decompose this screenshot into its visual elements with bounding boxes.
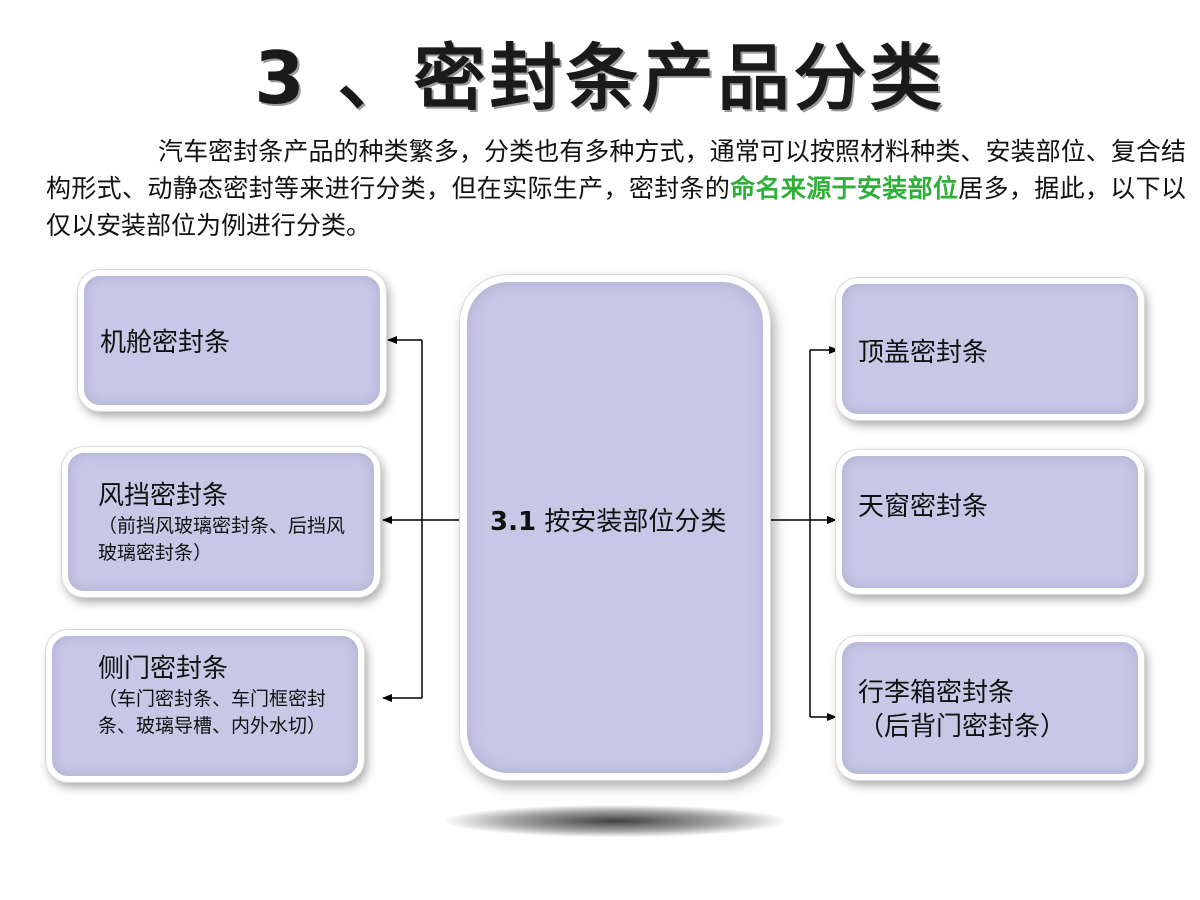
slide-title: 3 、密封条产品分类 (254, 36, 946, 120)
roof-seal-box: 顶盖密封条 (836, 278, 1144, 420)
center-category-box (460, 275, 770, 780)
intro-highlight: 命名来源于安装部位 (730, 174, 959, 203)
intro-paragraph: 汽车密封条产品的种类繁多，分类也有多种方式，通常可以按照材料种类、安装部位、复合… (46, 133, 1186, 244)
door-seal-label: 侧门密封条 (98, 654, 229, 684)
trunk-seal-label: 行李箱密封条 (858, 678, 1015, 708)
sunroof-seal-box: 天窗密封条 (836, 450, 1144, 594)
decorative-shadow (445, 805, 785, 837)
windshield-seal-label: 风挡密封条 (98, 481, 229, 511)
windshield-seal-box: 风挡密封条 （前挡风玻璃密封条、后挡风玻璃密封条） (62, 447, 380, 597)
windshield-seal-detail: （前挡风玻璃密封条、后挡风玻璃密封条） (98, 515, 346, 564)
trunk-seal-box: 行李箱密封条 （后背门密封条） (836, 636, 1144, 780)
center-text: 按安装部位分类 (544, 507, 727, 537)
door-seal-box: 侧门密封条 （车门密封条、车门框密封条、玻璃导槽、内外水切） (46, 630, 364, 782)
center-number: 3.1 (490, 507, 537, 537)
intro-text: 汽车密封条产品的种类繁多，分类也有多种方式，通常可以按照材料种类、安装部位、复合… (46, 137, 1186, 203)
center-category-label: 3.1 按安装部位分类 (490, 505, 726, 539)
engine-seal-box: 机舱密封条 (78, 270, 386, 411)
intro-text-end: 居多，据此，以下以仅以安装部位为例进行分类。 (46, 174, 1186, 240)
trunk-seal-detail: （后背门密封条） (858, 712, 1067, 742)
door-seal-detail: （车门密封条、车门框密封条、玻璃导槽、内外水切） (98, 688, 327, 737)
roof-seal-label: 顶盖密封条 (858, 338, 989, 368)
engine-seal-label: 机舱密封条 (100, 328, 231, 358)
sunroof-seal-label: 天窗密封条 (858, 492, 989, 522)
